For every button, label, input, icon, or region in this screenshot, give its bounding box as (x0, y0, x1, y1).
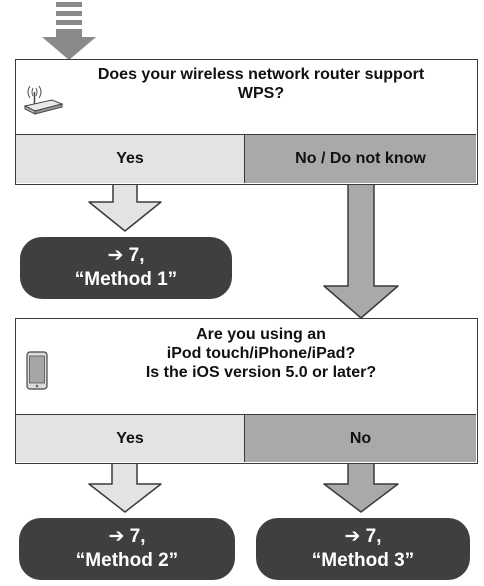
result-2-method-text: “Method 2” (75, 550, 179, 571)
question-1-no-cell: No / Do not know (245, 134, 476, 183)
question-2-box: Are you using an iPod touch/iPhone/iPad?… (15, 318, 478, 464)
question-1-yes-label: Yes (116, 150, 144, 167)
yes-arrow-1 (88, 183, 162, 232)
question-2-line-3: Is the iOS version 5.0 or later? (145, 364, 377, 381)
question-2-no-cell: No (245, 414, 476, 462)
question-1-line-2: WPS? (237, 85, 285, 102)
question-1-no-label: No / Do not know (295, 150, 426, 167)
result-1-arrow-text: ➔ 7, (107, 245, 145, 266)
question-1-text: Does your wireless network router suppor… (46, 65, 476, 103)
question-2-no-label: No (349, 429, 372, 447)
question-2-yes-cell: Yes (16, 414, 245, 462)
result-3-arrow-text: ➔ 7, (344, 526, 382, 547)
question-2-yes-label: Yes (116, 429, 144, 447)
result-method-2: ➔ 7, “Method 2” (19, 518, 235, 580)
result-method-3: ➔ 7, “Method 3” (256, 518, 470, 580)
router-icon (23, 85, 64, 115)
result-method-1: ➔ 7, “Method 1” (20, 237, 232, 299)
no-arrow-1 (323, 183, 399, 319)
question-1-box: Does your wireless network router suppor… (15, 59, 478, 185)
question-2-line-2: iPod touch/iPhone/iPad? (166, 345, 356, 362)
question-1-yes-cell: Yes (16, 134, 245, 183)
result-3-method-text: “Method 3” (311, 550, 415, 571)
smartphone-icon (26, 351, 48, 390)
start-arrow (42, 2, 96, 60)
result-2-arrow-text: ➔ 7, (108, 526, 146, 547)
result-1-method-text: “Method 1” (74, 269, 178, 290)
question-1-line-1: Does your wireless network router suppor… (97, 66, 425, 83)
no-arrow-2 (323, 462, 399, 513)
question-2-line-1: Are you using an (196, 326, 326, 343)
yes-arrow-2 (88, 462, 162, 513)
question-2-text: Are you using an iPod touch/iPhone/iPad?… (46, 325, 476, 382)
